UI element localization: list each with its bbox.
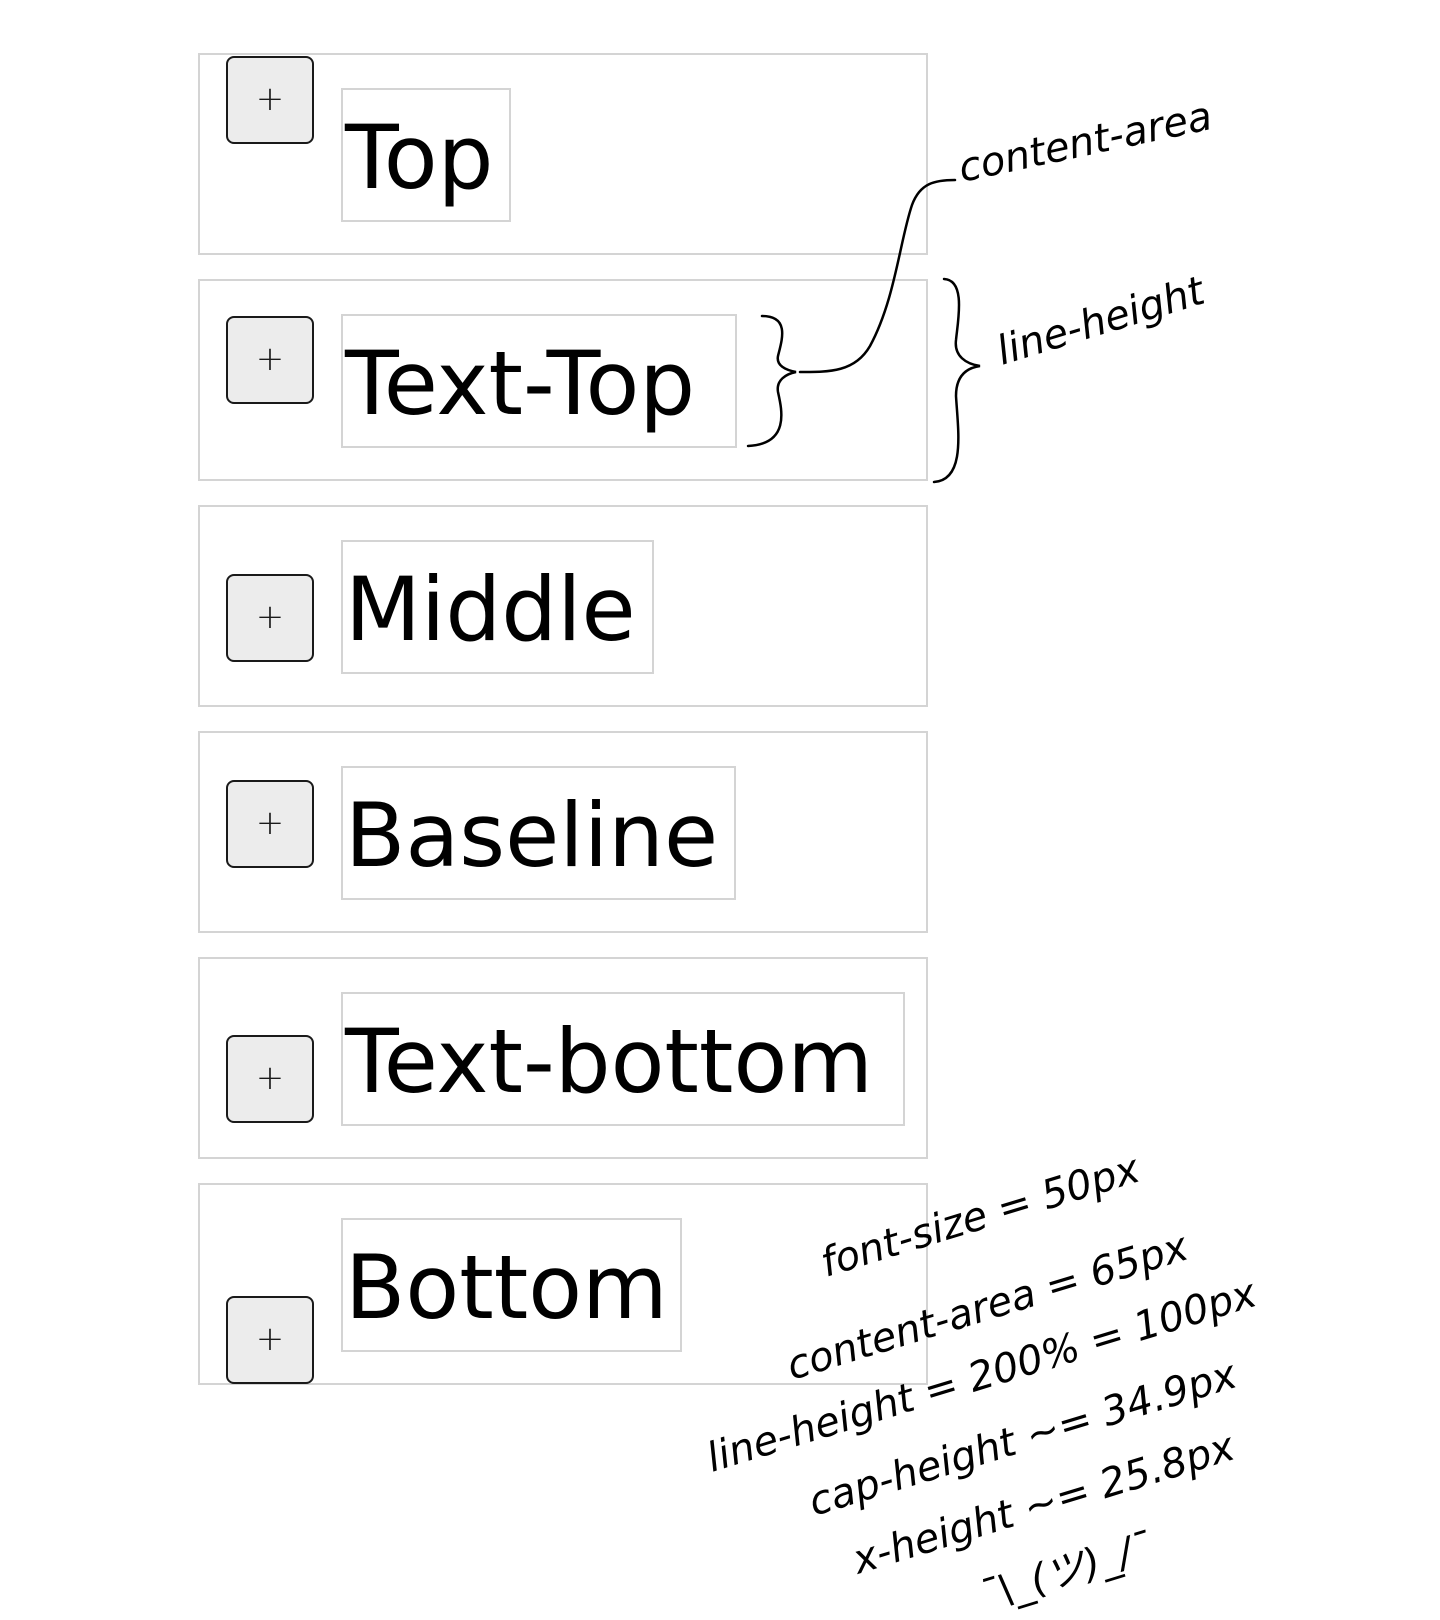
row-top <box>198 53 928 255</box>
line-height-brace <box>932 277 981 484</box>
content-area-label: content-area <box>955 93 1217 192</box>
add-button-top[interactable]: + <box>226 56 314 144</box>
label-bottom-text: Bottom <box>345 1236 668 1339</box>
label-text-top-text: Text-Top <box>345 332 696 435</box>
label-baseline: Baseline <box>341 766 736 900</box>
label-text-bottom: Text-bottom <box>341 992 905 1126</box>
add-button-baseline[interactable]: + <box>226 780 314 868</box>
label-bottom: Bottom <box>341 1218 682 1352</box>
label-text-bottom-text: Text-bottom <box>345 1010 873 1113</box>
content-area-connector <box>798 178 957 374</box>
add-button-bottom[interactable]: + <box>226 1296 314 1384</box>
add-button-middle[interactable]: + <box>226 574 314 662</box>
label-top-text: Top <box>345 106 494 209</box>
line-height-label: line-height <box>991 268 1210 375</box>
label-middle: Middle <box>341 540 654 674</box>
add-button-text-top[interactable]: + <box>226 316 314 404</box>
content-area-brace <box>746 314 797 448</box>
label-top: Top <box>341 88 511 222</box>
label-text-top: Text-Top <box>341 314 737 448</box>
add-button-text-bottom[interactable]: + <box>226 1035 314 1123</box>
label-middle-text: Middle <box>345 558 636 661</box>
label-baseline-text: Baseline <box>345 784 719 887</box>
row-middle <box>198 505 928 707</box>
